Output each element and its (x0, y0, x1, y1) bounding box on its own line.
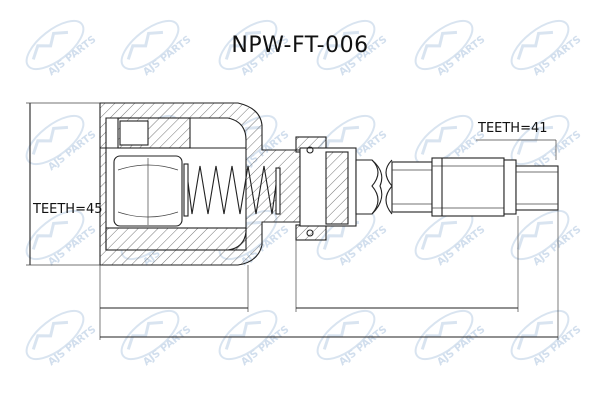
svg-text:AJS PARTS: AJS PARTS (46, 34, 98, 78)
svg-text:AJS PARTS: AJS PARTS (435, 224, 487, 268)
svg-text:AJS PARTS: AJS PARTS (337, 224, 389, 268)
bearing-hub (295, 136, 357, 241)
svg-text:AJS PARTS: AJS PARTS (46, 224, 98, 268)
dimension-lines (26, 102, 559, 340)
part-number-title: NPW-FT-006 (231, 33, 368, 58)
svg-text:AJS PARTS: AJS PARTS (239, 324, 291, 368)
watermark-logo: AJS PARTS (17, 10, 98, 80)
watermark-logo: AJS PARTS (112, 300, 193, 370)
svg-text:AJS PARTS: AJS PARTS (531, 224, 583, 268)
svg-text:AJS PARTS: AJS PARTS (141, 34, 193, 78)
svg-text:AJS PARTS: AJS PARTS (435, 324, 487, 368)
outer-housing (99, 102, 301, 266)
splined-shaft (355, 157, 559, 217)
watermark-logo: AJS PARTS (406, 300, 487, 370)
watermark-logo: AJS PARTS (112, 10, 193, 80)
watermark-logo: AJS PARTS (308, 300, 389, 370)
svg-text:AJS PARTS: AJS PARTS (531, 324, 583, 368)
watermark-logo: AJS PARTS (406, 10, 487, 80)
svg-text:AJS PARTS: AJS PARTS (141, 324, 193, 368)
teeth-count-left: TEETH=45 (32, 202, 103, 217)
svg-text:AJS PARTS: AJS PARTS (435, 34, 487, 78)
watermark-logo: AJS PARTS (502, 10, 583, 80)
watermark-logo: AJS PARTS (17, 105, 98, 175)
watermark-logo: AJS PARTS (210, 300, 291, 370)
svg-text:AJS PARTS: AJS PARTS (46, 324, 98, 368)
svg-text:AJS PARTS: AJS PARTS (46, 129, 98, 173)
watermark-logo: AJS PARTS (17, 300, 98, 370)
teeth-count-right: TEETH=41 (477, 121, 548, 136)
watermark-logo: AJS PARTS (502, 300, 583, 370)
svg-text:AJS PARTS: AJS PARTS (337, 324, 389, 368)
svg-text:AJS PARTS: AJS PARTS (531, 34, 583, 78)
